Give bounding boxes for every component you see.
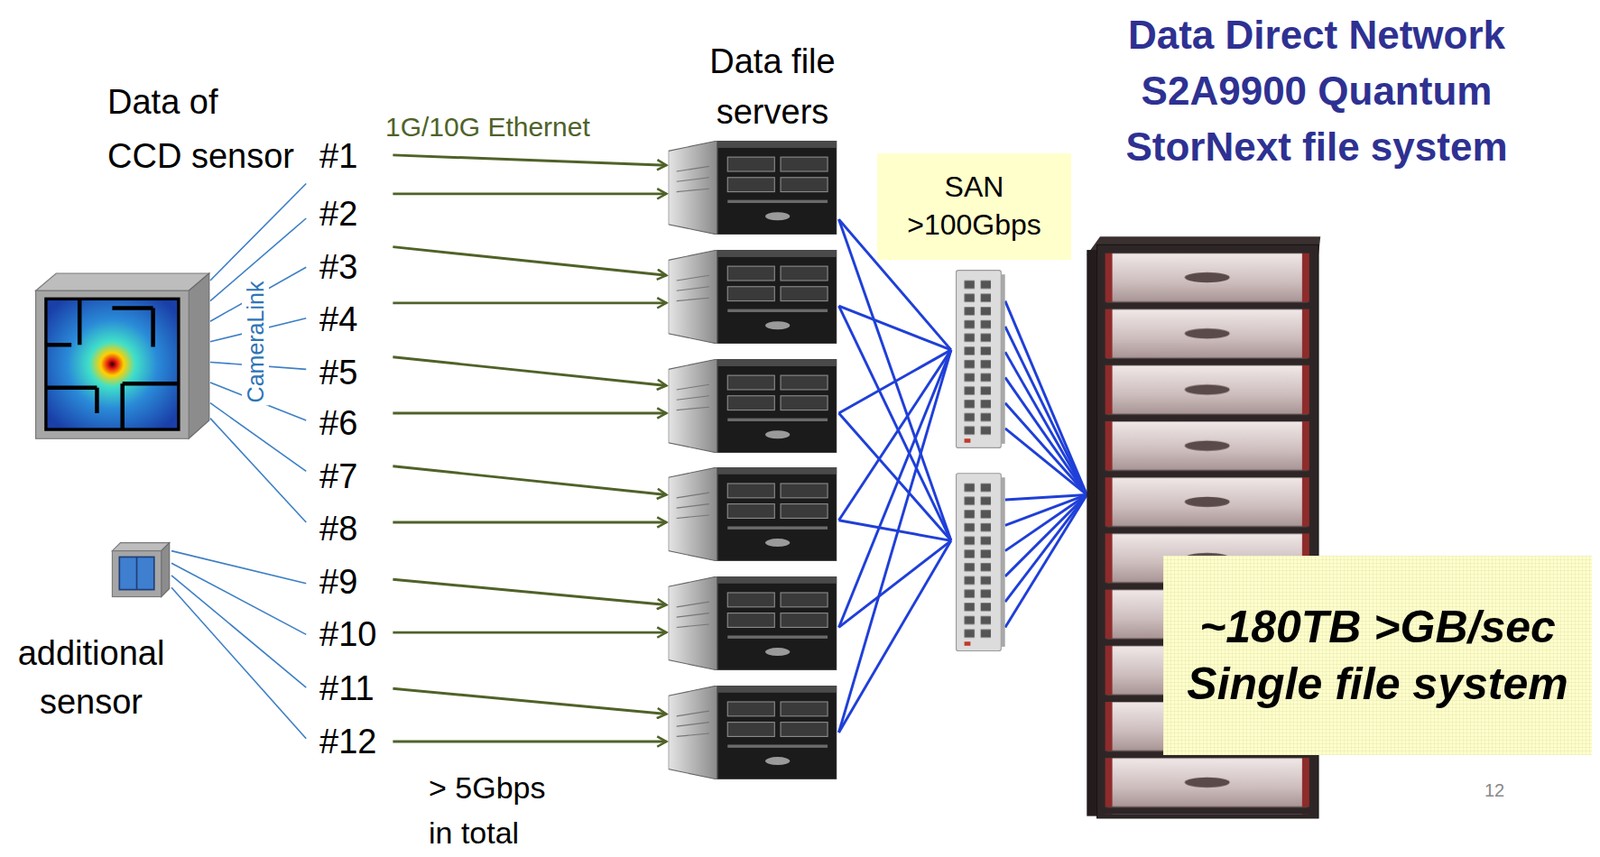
- illustration-part: [392, 357, 666, 387]
- illustration-part: [839, 413, 952, 541]
- illustration-part: [1005, 403, 1087, 496]
- san-label-box: SAN >100Gbps: [877, 153, 1072, 260]
- illustration-part: [392, 247, 666, 277]
- channel-number: #2: [319, 192, 358, 236]
- illustration-part: [392, 412, 666, 416]
- throughput-note: > 5Gbps in total: [428, 765, 565, 856]
- scene: [36, 140, 1322, 819]
- illustration-part: [392, 631, 666, 635]
- illustration-part: [1005, 428, 1087, 496]
- channel-number: #6: [319, 401, 358, 445]
- illustration-part: [668, 467, 838, 562]
- illustration-part: [1005, 494, 1087, 576]
- illustration-part: [111, 543, 169, 552]
- illustration-part: [119, 556, 154, 590]
- illustration-part: [392, 155, 666, 166]
- illustration-part: [1005, 494, 1087, 602]
- illustration-part: [1005, 377, 1087, 495]
- illustration-part: [392, 301, 666, 305]
- ccd-detector: [36, 273, 210, 439]
- illustration-part: [953, 270, 1006, 449]
- link-type-label: 1G/10G Ethernet: [385, 110, 591, 144]
- channel-number: #8: [319, 507, 358, 551]
- illustration-part: [1005, 494, 1087, 628]
- illustration-part: [392, 520, 666, 524]
- illustration-part: [839, 219, 952, 541]
- illustration-part: [171, 563, 306, 635]
- node-text: SAN >100Gbps: [886, 168, 1063, 244]
- illustration-part: [839, 350, 952, 629]
- illustration-part: [392, 688, 666, 714]
- illustration-part: [210, 184, 306, 281]
- illustration-part: [392, 579, 666, 605]
- illustration-part: [839, 305, 952, 541]
- file-servers: [668, 140, 838, 780]
- illustration-part: [392, 740, 666, 744]
- node-text: Data Direct Network S2A9900 Quantum Stor…: [1100, 7, 1534, 176]
- illustration-part: [839, 350, 952, 733]
- additional-sensor-device: [111, 543, 169, 598]
- illustration-part: [210, 418, 306, 523]
- illustration-part: [36, 290, 190, 439]
- node-text: ~180TB >GB/sec Single file system: [1177, 599, 1578, 713]
- illustration-part: [392, 466, 666, 496]
- capacity-callout: ~180TB >GB/sec Single file system: [1163, 555, 1592, 756]
- illustration-part: [1005, 494, 1087, 551]
- cable-label: CameraLink: [241, 278, 269, 407]
- channel-number: #3: [319, 245, 358, 289]
- channel-number: #5: [319, 351, 358, 395]
- illustration-part: [392, 192, 666, 195]
- ethernet-arrows: [392, 155, 666, 742]
- illustration-part: [839, 350, 952, 521]
- illustration-part: [1005, 351, 1087, 495]
- illustration-part: [171, 551, 306, 584]
- san-switches: [953, 270, 1006, 652]
- illustration-part: [171, 575, 306, 688]
- illustration-part: [161, 543, 170, 598]
- sensor-heading: Data of CCD sensor: [107, 74, 298, 184]
- illustration-part: [839, 540, 952, 733]
- channel-number: #12: [319, 720, 377, 764]
- channel-number: #1: [319, 134, 358, 178]
- channel-number: #4: [319, 297, 358, 342]
- cameralink-cables: [171, 184, 306, 740]
- illustration-part: [839, 540, 952, 628]
- illustration-part: [188, 273, 210, 439]
- illustration-part: [171, 587, 306, 739]
- illustration-part: [668, 359, 838, 454]
- sensor-caption: additional sensor: [5, 628, 177, 727]
- channel-number: #9: [319, 560, 358, 604]
- illustration-part: [36, 273, 210, 291]
- channel-number: #11: [319, 666, 375, 711]
- servers-heading: Data file servers: [691, 36, 854, 138]
- illustration-part: [111, 551, 161, 598]
- illustration-part: [46, 298, 179, 430]
- illustration-part: [668, 249, 838, 344]
- illustration-part: [136, 556, 139, 590]
- channel-number: #7: [319, 454, 358, 499]
- illustration-part: [668, 576, 838, 671]
- illustration-part: [1005, 326, 1087, 496]
- illustration-part: [46, 298, 179, 430]
- channel-number: #10: [319, 612, 377, 657]
- illustration-part: [953, 473, 1006, 652]
- illustration-part: [1005, 301, 1087, 496]
- illustration-part: [668, 140, 838, 235]
- illustration-part: [210, 403, 306, 472]
- san-links: [839, 219, 1088, 733]
- illustration-part: [668, 685, 838, 780]
- page-number: 12: [1484, 779, 1505, 802]
